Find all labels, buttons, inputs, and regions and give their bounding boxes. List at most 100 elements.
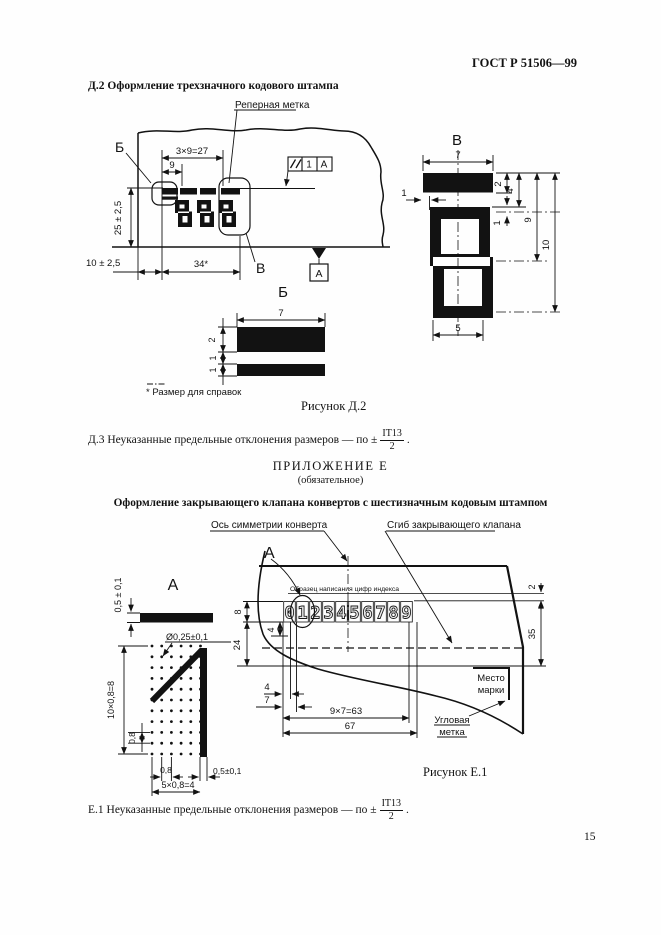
dim-label: 9×7=63	[330, 706, 362, 717]
index-digit: 2	[310, 604, 320, 624]
digit-cell	[309, 601, 322, 623]
dim-label: 10 ± 2,5	[86, 258, 120, 269]
callout-v-label: В	[256, 260, 265, 276]
figure-d2-main-view	[112, 109, 390, 282]
grid-dot	[189, 687, 193, 691]
dim-label: 2	[527, 584, 537, 589]
index-digit: 4	[336, 604, 346, 624]
grid-dot	[150, 677, 154, 680]
grid-dot	[150, 720, 154, 723]
grid-dot	[170, 666, 173, 669]
grid-dot	[160, 720, 164, 723]
grid-dot	[170, 709, 173, 713]
dim-label: 0,5 ± 0,1	[113, 578, 123, 613]
datum-symbol	[309, 248, 329, 282]
grid-dot	[189, 698, 193, 702]
d3-text: Д.3 Неуказанные предельные отклонения ра…	[88, 434, 378, 446]
corner-mark-label: Угловая	[434, 715, 469, 726]
digit-cell	[283, 601, 296, 623]
grid-dot	[160, 709, 164, 713]
grid-dot	[170, 752, 173, 756]
gost-header: ГОСТ Р 51506—99	[471, 56, 577, 70]
dim-label: 1	[401, 188, 406, 199]
digit-cell	[387, 601, 400, 623]
envelope-outline	[137, 127, 385, 248]
grid-dot	[150, 752, 154, 756]
stamp-digits-555	[175, 200, 236, 227]
dim-label: 1	[208, 355, 218, 360]
index-digit: 3	[323, 604, 333, 624]
dim-label: 0,8	[127, 732, 137, 744]
grid-dot	[150, 666, 154, 669]
dim-label: 8	[233, 609, 243, 614]
dim-label: 1	[208, 367, 218, 372]
grid-dot	[150, 741, 154, 745]
grid-dot	[170, 731, 173, 734]
grid-dot	[189, 720, 193, 723]
dim-label: 9	[523, 217, 534, 222]
grid-dot	[179, 731, 183, 734]
view-v-title: В	[452, 132, 462, 149]
d3-fraction: IT13 2	[380, 428, 404, 452]
grid-dot	[150, 687, 154, 691]
fold-label: Сгиб закрывающего клапана	[387, 519, 521, 531]
digit-cell	[361, 601, 374, 623]
grid-dot	[160, 655, 164, 659]
dim-label: 4	[266, 627, 276, 632]
corner-mark	[473, 667, 510, 700]
dim-label: 7	[264, 695, 269, 706]
grid-dot	[179, 687, 183, 691]
section-e1-paragraph: Е.1 Неуказанные предельные отклонения ра…	[88, 798, 409, 822]
grid-dot	[160, 698, 164, 702]
dim-label: 34*	[194, 259, 209, 270]
grid-dot	[160, 752, 164, 756]
grid-dot	[170, 644, 173, 648]
dim-label: 7	[455, 150, 460, 161]
code-stamp-bar	[162, 188, 240, 200]
grid-dot	[189, 644, 193, 648]
dim-label: 2	[207, 337, 217, 342]
grid-dot	[160, 644, 164, 648]
callout-a-label: А	[264, 545, 275, 562]
e1-text: Е.1 Неуказанные предельные отклонения ра…	[88, 804, 377, 816]
grid-dot	[170, 741, 173, 745]
fraction-denominator: 2	[388, 810, 394, 822]
grid-dot	[150, 731, 154, 734]
dim-label: Ø0,25±0,1	[166, 632, 208, 642]
digit-cell	[348, 601, 361, 623]
grid-dot	[170, 655, 173, 659]
dim-label: 25 ± 2,5	[113, 201, 124, 235]
dim-label: 24	[232, 640, 243, 651]
sample-label: Образец написания цифр индекса	[290, 585, 399, 593]
section-d2-heading: Д.2 Оформление трехзначного кодового шта…	[88, 80, 339, 92]
dim-label: 1	[492, 220, 503, 225]
grid-dot	[170, 698, 173, 702]
dim-label: 5×0,8=4	[161, 780, 194, 790]
grid-dot	[179, 655, 183, 659]
digit-1-stem	[200, 648, 207, 757]
grid-dot	[189, 666, 193, 669]
index-digit: 6	[362, 604, 372, 624]
callout-b-label: Б	[115, 139, 124, 155]
grid-dot	[189, 752, 193, 756]
figure-d2-view-b	[147, 313, 326, 385]
grid-dot	[179, 741, 183, 745]
d3-tail: .	[406, 434, 410, 446]
dim-label: 0,8	[160, 765, 172, 775]
index-digit: 1	[297, 604, 307, 624]
callout-frame-b	[151, 181, 178, 206]
figure-d2-view-v	[406, 150, 562, 341]
page-number: 15	[584, 831, 596, 843]
dim-label: 10	[541, 240, 552, 251]
index-digit: 7	[375, 604, 385, 624]
flap-torn-edge	[257, 550, 524, 735]
dim-label: 0,5±0,1	[213, 766, 242, 776]
tolerance-datum: А	[321, 160, 328, 171]
e1-fraction: IT13 2	[379, 798, 404, 822]
figure-e1-caption: Рисунок Е.1	[423, 765, 488, 779]
grid-dot	[189, 741, 193, 745]
